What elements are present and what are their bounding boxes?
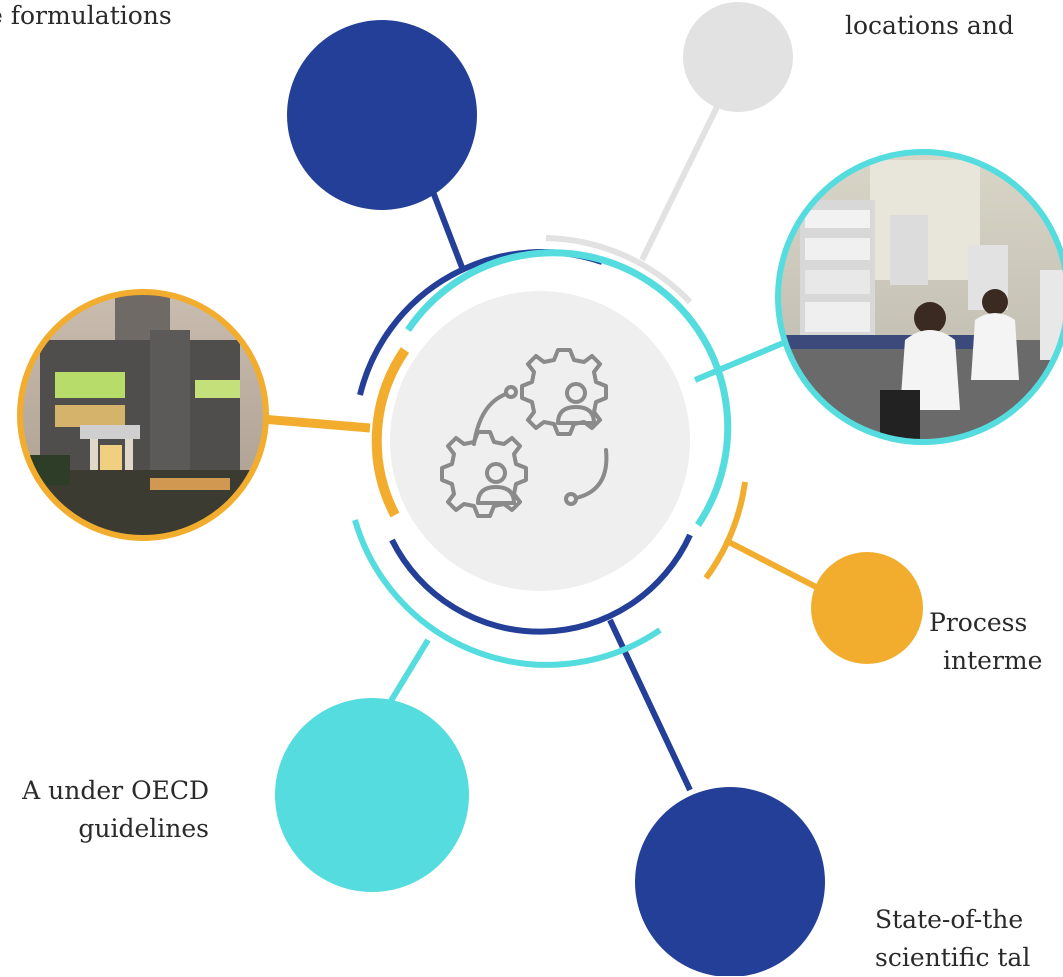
- label-process-line2: interme: [943, 646, 1043, 675]
- node-bottom-left: [275, 698, 469, 892]
- arc-gray: [545, 235, 693, 305]
- hub-center-circle: [390, 291, 690, 591]
- arc-navy-bottom: [389, 533, 693, 635]
- connector-bottom-right-orange: [723, 537, 824, 593]
- arc-cyan-bottom: [352, 519, 662, 668]
- node-right-orange: [811, 552, 923, 664]
- label-oecd-line2: guidelines: [78, 814, 209, 843]
- label-formulations: e formulations: [0, 1, 172, 30]
- label-oecd-line1: A under OECD: [22, 776, 209, 805]
- node-top-left: [287, 20, 477, 210]
- connector-left: [249, 413, 371, 433]
- label-state-line1: State-of-the: [875, 905, 1024, 934]
- laboratory-photo-frame: [775, 149, 1063, 445]
- label-oecd: A under OECD guidelines: [0, 772, 209, 848]
- arc-orange-right: [703, 481, 748, 580]
- node-bottom-right: [635, 787, 825, 976]
- label-process-line1: Process: [929, 608, 1028, 637]
- arc-orange-left: [371, 347, 410, 518]
- label-state-line2: scientific tal: [875, 943, 1031, 972]
- node-top-right: [683, 2, 793, 112]
- label-state-of-the-art: State-of-the scientific tal: [875, 901, 1030, 977]
- label-process: Process interme: [929, 604, 1042, 680]
- collaboration-gears-people-icon: [440, 348, 609, 518]
- building-photo-frame: [17, 289, 269, 541]
- label-locations: locations and: [845, 11, 1014, 40]
- connector-bottom-right: [607, 618, 693, 792]
- arc-cyan-top: [405, 249, 732, 527]
